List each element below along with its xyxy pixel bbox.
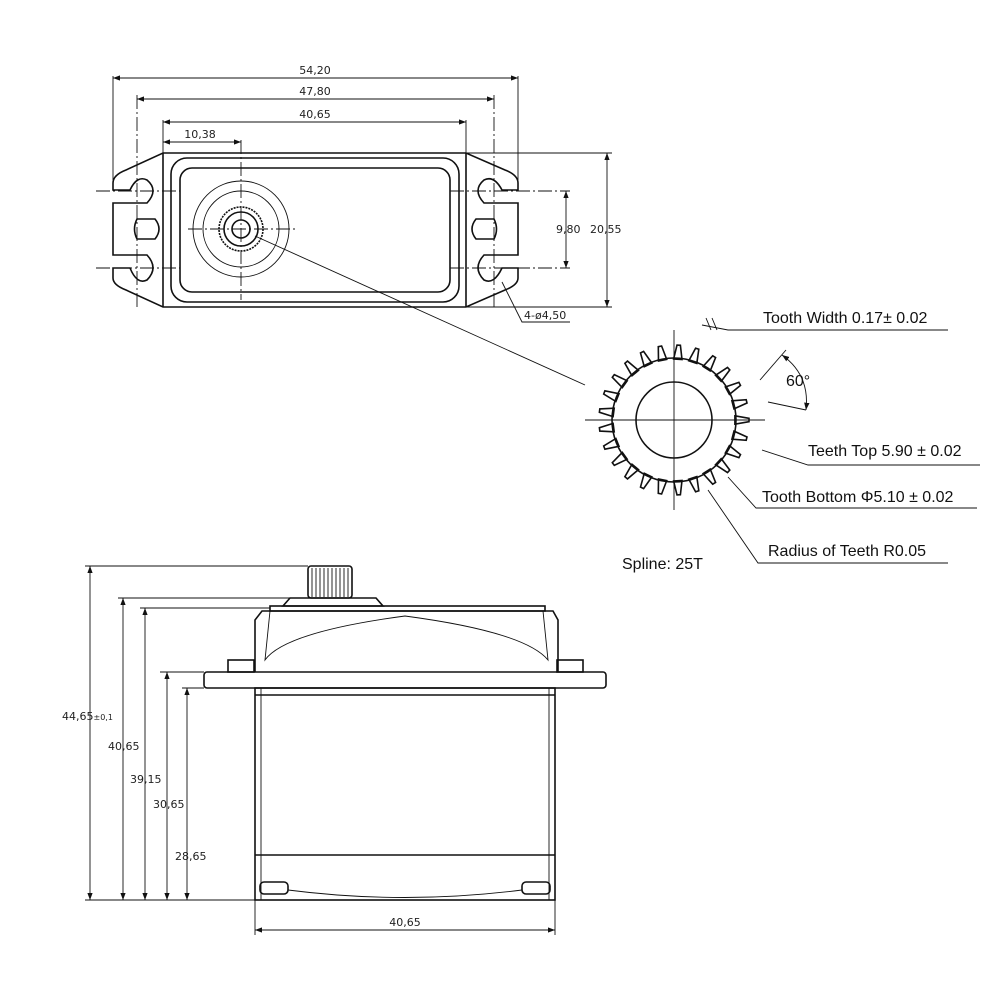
gear-tooth [672, 344, 683, 361]
label-tooth-width: Tooth Width 0.17± 0.02 [763, 310, 928, 327]
gear-tooth [639, 350, 654, 368]
dim-mount-holes: 4-ø4,50 [524, 309, 566, 322]
gear-tooth [714, 457, 731, 474]
case-rim [170, 157, 460, 303]
dim-overall-height: 44,65±0,1 [62, 710, 113, 723]
gear-tooth [611, 373, 629, 389]
gear-tooth [639, 472, 654, 490]
dim-flange-top-height: 30,65 [153, 798, 185, 811]
dim-mount-hole-spacing: 47,80 [299, 85, 331, 98]
gear-tooth [730, 429, 748, 442]
output-spline-side [307, 565, 353, 599]
label-radius: Radius of Teeth R0.05 [768, 543, 926, 560]
label-tooth-bottom: Tooth Bottom Φ5.10 ± 0.02 [762, 489, 954, 506]
gear-tooth [611, 451, 629, 467]
detail-leader [254, 235, 586, 386]
gear-tooth [623, 360, 640, 378]
gear-tooth [598, 422, 616, 433]
gear-tooth [724, 444, 742, 459]
gear-tooth [701, 467, 717, 486]
dim-overall-width: 54,20 [299, 64, 331, 77]
slot-right [471, 218, 498, 240]
dim-shaft-offset: 10,38 [184, 128, 216, 141]
case-body [254, 687, 556, 901]
gear-tooth [701, 354, 717, 373]
dim-case-top-height: 39,15 [130, 773, 162, 786]
top-outline [112, 152, 519, 308]
label-angle: 60° [786, 373, 810, 390]
dim-hole-spacing: 9,80 [556, 223, 581, 236]
mount-flange [203, 671, 607, 689]
gear-teeth [598, 344, 750, 496]
gear-tooth [724, 381, 742, 396]
case-top-side [254, 610, 559, 672]
top-view: 54,20 47,80 40,65 10,38 9,80 20,55 4-ø4,… [96, 64, 622, 386]
spline-detail: Tooth Width 0.17± 0.02 60° Teeth Top 5.9… [585, 310, 980, 573]
gear-tooth [672, 479, 683, 496]
gear-tooth [602, 389, 621, 403]
gear-tooth [687, 347, 700, 365]
slot-left [133, 218, 160, 240]
dim-body-depth: 20,55 [590, 223, 622, 236]
dim-cap-height: 40,65 [108, 740, 140, 753]
label-spline-count: Spline: 25T [622, 556, 703, 573]
gear-tooth [687, 475, 700, 493]
gear-tooth [602, 437, 621, 451]
case-top [179, 167, 451, 293]
label-teeth-top: Teeth Top 5.90 ± 0.02 [808, 443, 962, 460]
gear-tooth [730, 398, 748, 411]
gear-tooth [598, 407, 616, 418]
gear-tooth [714, 366, 731, 383]
gear-tooth [623, 462, 640, 480]
side-view: 44,65±0,1 40,65 39,15 30,65 28,65 40,65 [62, 565, 607, 935]
gear-tooth [734, 414, 750, 426]
dim-side-body-width: 40,65 [389, 916, 421, 929]
output-cap [281, 597, 385, 607]
gear-tooth [657, 478, 668, 495]
dim-flange-bottom-height: 28,65 [175, 850, 207, 863]
gear-tooth [657, 345, 668, 362]
dim-body-width: 40,65 [299, 108, 331, 121]
